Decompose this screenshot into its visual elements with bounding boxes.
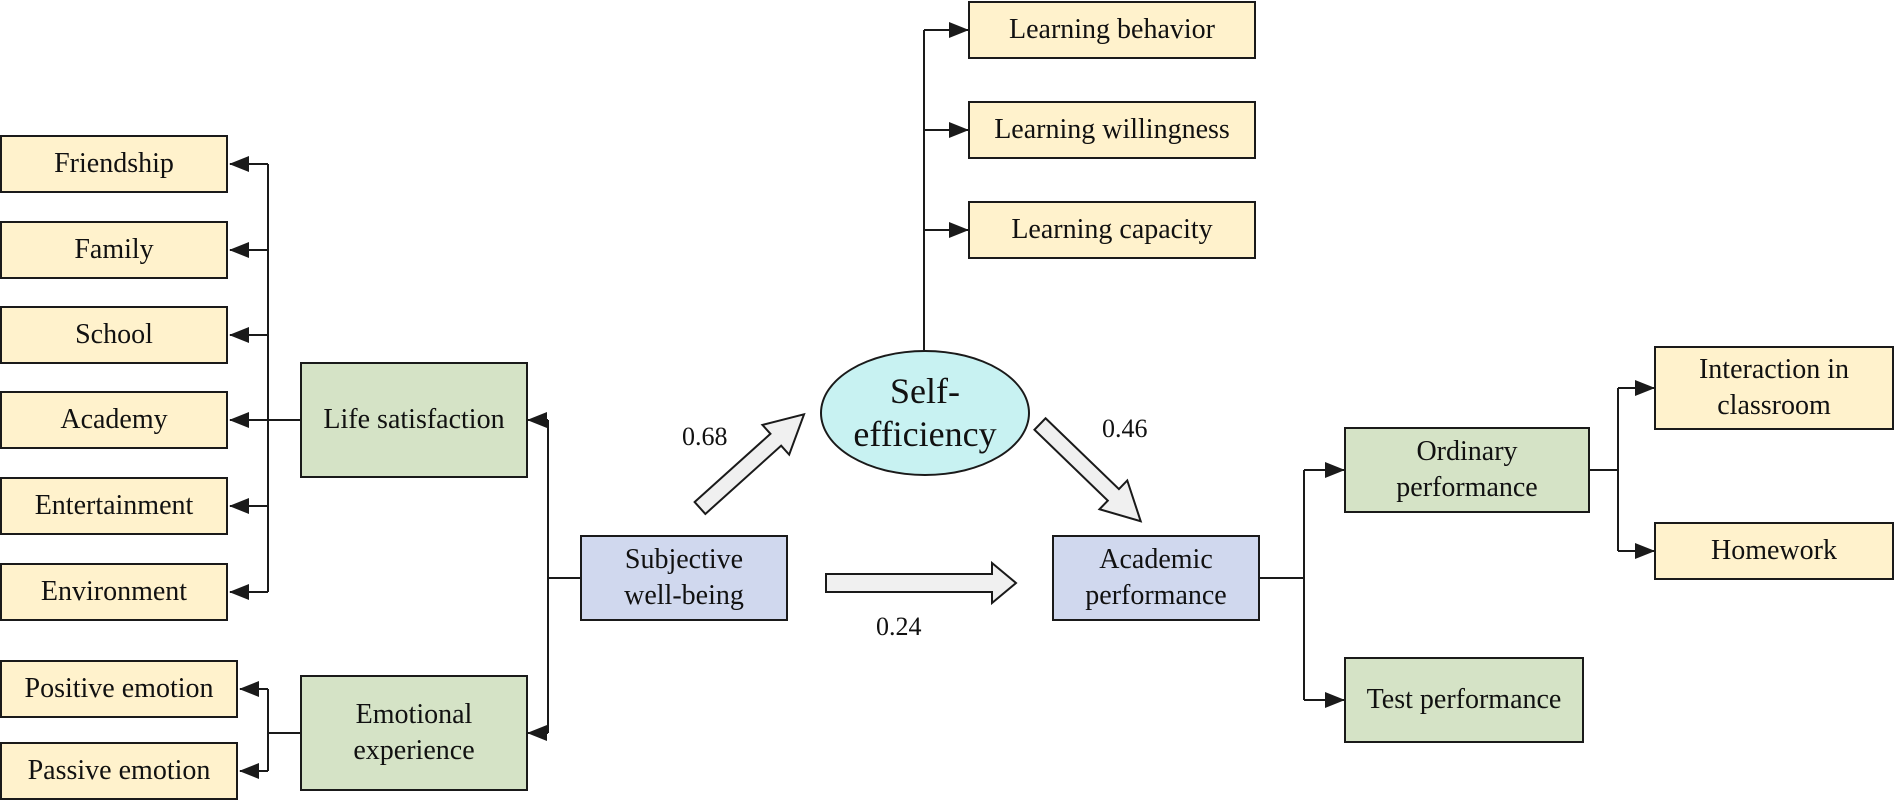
leaf-label: Passive emotion bbox=[27, 754, 211, 786]
leaf-interaction-in-classroom: Interaction in classroom bbox=[1654, 346, 1894, 430]
path-arrows bbox=[693, 412, 1143, 606]
leaf-entertainment: Entertainment bbox=[0, 477, 228, 535]
leaf-label: Family bbox=[74, 233, 154, 265]
leaf-label: Environment bbox=[40, 575, 188, 607]
leaf-label: Learning willingness bbox=[994, 113, 1230, 145]
leaf-label: Homework bbox=[1711, 534, 1837, 566]
ordinary-performance-box: Ordinary performance bbox=[1344, 427, 1590, 513]
arrow-wellbeing-to-academic bbox=[825, 560, 1018, 606]
leaf-label: School bbox=[75, 318, 153, 350]
emotional-experience-box: Emotional experience bbox=[300, 675, 528, 791]
leaf-academy: Academy bbox=[0, 391, 228, 449]
ordinary-performance-label: Ordinary performance bbox=[1396, 435, 1538, 503]
emotional-experience-connectors bbox=[239, 681, 300, 779]
leaf-passive-emotion: Passive emotion bbox=[0, 742, 238, 800]
leaf-label: Positive emotion bbox=[24, 672, 214, 704]
leaf-label: Entertainment bbox=[34, 489, 194, 521]
leaf-learning-willingness: Learning willingness bbox=[968, 101, 1256, 159]
test-performance-label: Test performance bbox=[1366, 683, 1562, 715]
subjective-wellbeing-label: Subjective well-being bbox=[624, 543, 744, 611]
ordinary-connectors bbox=[1590, 380, 1655, 559]
life-satisfaction-label: Life satisfaction bbox=[323, 403, 505, 435]
leaf-learning-capacity: Learning capacity bbox=[968, 201, 1256, 259]
self-efficiency-label: Self- efficiency bbox=[853, 370, 997, 454]
academic-performance-label: Academic performance bbox=[1085, 543, 1227, 611]
wellbeing-connectors bbox=[527, 412, 580, 741]
leaf-label: Interaction in classroom bbox=[1698, 353, 1850, 421]
leaf-school: School bbox=[0, 306, 228, 364]
test-performance-box: Test performance bbox=[1344, 657, 1584, 743]
leaf-learning-behavior: Learning behavior bbox=[968, 1, 1256, 59]
coef-self-to-academic: 0.46 bbox=[1102, 414, 1148, 443]
life-satisfaction-box: Life satisfaction bbox=[300, 362, 528, 478]
leaf-positive-emotion: Positive emotion bbox=[0, 660, 238, 718]
academic-performance-box: Academic performance bbox=[1052, 535, 1260, 621]
leaf-friendship: Friendship bbox=[0, 135, 228, 193]
arrow-wellbeing-to-self bbox=[693, 412, 806, 516]
coef-wellbeing-to-academic: 0.24 bbox=[876, 612, 922, 641]
arrow-self-to-academic bbox=[1033, 416, 1143, 523]
coef-wellbeing-to-self: 0.68 bbox=[682, 422, 728, 451]
emotional-experience-label: Emotional experience bbox=[353, 698, 475, 766]
leaf-homework: Homework bbox=[1654, 522, 1894, 580]
self-efficiency-connectors bbox=[923, 22, 969, 350]
academic-connectors bbox=[1260, 462, 1345, 708]
leaf-label: Learning capacity bbox=[1011, 213, 1213, 245]
leaf-family: Family bbox=[0, 221, 228, 279]
self-efficiency-ellipse: Self- efficiency bbox=[820, 350, 1030, 476]
leaf-label: Learning behavior bbox=[1008, 13, 1216, 45]
life-satisfaction-connectors bbox=[229, 156, 300, 600]
subjective-wellbeing-box: Subjective well-being bbox=[580, 535, 788, 621]
leaf-label: Friendship bbox=[54, 147, 174, 179]
leaf-label: Academy bbox=[60, 403, 168, 435]
leaf-environment: Environment bbox=[0, 563, 228, 621]
